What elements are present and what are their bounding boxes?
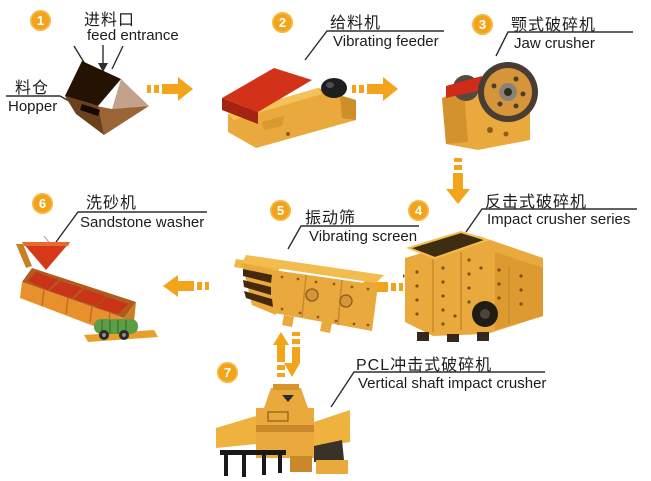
hopper-label-en: Hopper — [8, 98, 58, 115]
station-1-badge: 1 — [30, 10, 51, 31]
hopper-label-zh: 料仓 — [15, 80, 50, 97]
arrow-hopper-to-feeder — [147, 77, 193, 101]
leader-line-vibrating-screen — [287, 225, 419, 250]
vertical-shaft-impact-crusher-illustration — [216, 384, 350, 477]
sandstone-washer-illustration — [16, 236, 158, 342]
station-7-badge: 7 — [217, 362, 238, 383]
vibrating-feeder-label-en: Vibrating feeder — [333, 33, 439, 50]
impact-crusher-label-en: Impact crusher series — [487, 211, 631, 228]
leader-line-vibrating-feeder — [304, 30, 444, 61]
vsi-crusher-label-en: Vertical shaft impact crusher — [358, 375, 547, 392]
vibrating-feeder-label-zh: 给料机 — [330, 15, 382, 32]
station-4-badge: 4 — [408, 200, 429, 221]
jaw-crusher-illustration — [442, 62, 538, 150]
jaw-crusher-label-zh: 颚式破碎机 — [511, 17, 597, 34]
arrow-feeder-to-jaw-crusher — [352, 77, 398, 101]
impact-crusher-illustration — [403, 230, 543, 342]
station-5-badge: 5 — [270, 200, 291, 221]
vibrating-screen-label-en: Vibrating screen — [309, 228, 418, 245]
hopper-illustration — [65, 61, 149, 135]
sandstone-washer-label-zh: 洗砂机 — [86, 195, 138, 212]
vibrating-screen-illustration — [234, 255, 384, 333]
station-6-badge: 6 — [32, 193, 53, 214]
feed-entrance-label-zh: 进料口 — [84, 12, 136, 29]
jaw-crusher-label-en: Jaw crusher — [514, 35, 595, 52]
leader-line-impact-crusher — [465, 208, 637, 233]
leader-line-jaw-crusher — [495, 31, 633, 57]
vibrating-feeder-illustration — [222, 68, 356, 148]
leader-line-vsi-crusher — [330, 371, 545, 408]
station-3-badge: 3 — [472, 14, 493, 35]
arrow-jaw-crusher-to-impact-crusher — [446, 158, 470, 204]
arrow-screen-to-washer — [163, 275, 209, 297]
station-2-badge: 2 — [272, 12, 293, 33]
leader-line-sandstone-washer — [55, 211, 207, 243]
sandstone-washer-label-en: Sandstone washer — [80, 214, 205, 231]
vibrating-screen-label-zh: 振动筛 — [305, 210, 357, 227]
arrow-screen-to-vsi-crusher — [273, 332, 300, 377]
impact-crusher-label-zh: 反击式破碎机 — [485, 194, 588, 211]
feed-entrance-label-en: feed entrance — [87, 27, 179, 44]
vsi-crusher-label-zh: PCL冲击式破碎机 — [356, 357, 493, 374]
